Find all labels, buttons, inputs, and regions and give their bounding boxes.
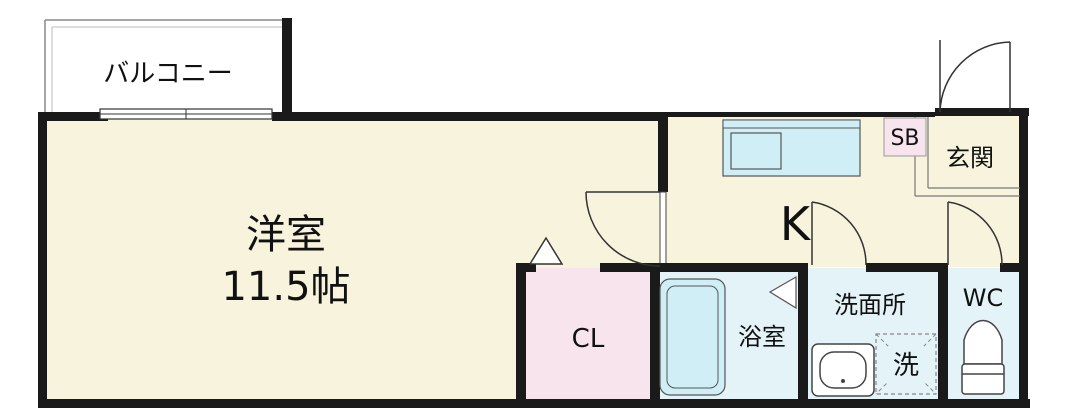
western-room-door[interactable] xyxy=(585,191,661,267)
closet-area xyxy=(522,268,654,402)
entrance-label: 玄関 xyxy=(946,144,994,172)
bathroom-label: 浴室 xyxy=(738,323,786,351)
closet-door-marker xyxy=(528,236,564,265)
balcony-window xyxy=(99,108,273,120)
western-room-label: 洋室 xyxy=(246,212,326,258)
washroom-label: 洗面所 xyxy=(834,291,906,319)
closet-label: CL xyxy=(572,324,605,354)
washroom-door[interactable] xyxy=(811,201,867,266)
sink-icon xyxy=(730,132,782,170)
washer-label: 洗 xyxy=(893,351,919,381)
washer-space xyxy=(875,333,937,395)
balcony-area xyxy=(45,20,288,112)
bathtub xyxy=(659,275,797,396)
kitchen-label: K xyxy=(780,197,812,251)
shoe-box-label: SB xyxy=(890,126,919,151)
toilet-door[interactable] xyxy=(947,201,1003,266)
wash-basin xyxy=(811,343,875,397)
walls xyxy=(38,108,1030,408)
balcony-label: バルコニー xyxy=(103,59,232,89)
toilet-icon xyxy=(961,319,1005,395)
entrance-door[interactable] xyxy=(939,40,1011,113)
toilet-label: WC xyxy=(963,284,1004,312)
shoe-box xyxy=(883,117,927,157)
kitchen-counter xyxy=(722,119,861,177)
balcony xyxy=(44,18,292,114)
balcony-wall xyxy=(282,18,292,114)
western-room-size: 11.5帖 xyxy=(221,264,350,310)
shower-icon xyxy=(768,275,797,310)
